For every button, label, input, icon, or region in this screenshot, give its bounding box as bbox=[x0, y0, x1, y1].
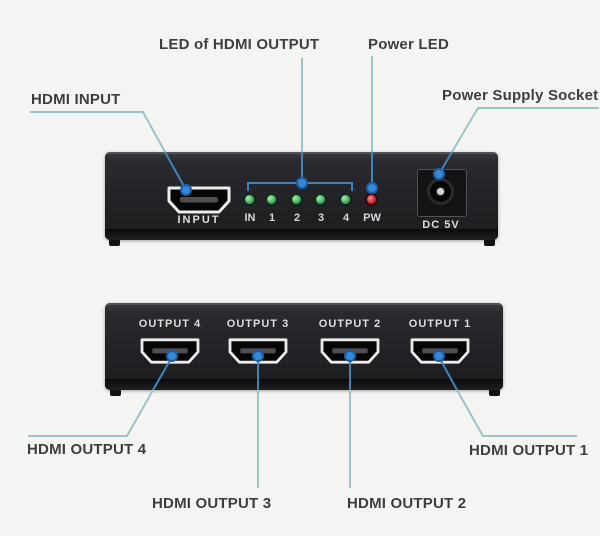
rear-port-label-output-4: OUTPUT 4 bbox=[138, 318, 202, 330]
hdmi-port-blade bbox=[332, 348, 368, 354]
device-foot bbox=[489, 388, 500, 396]
led-label-in: IN bbox=[244, 212, 256, 224]
led-label-3: 3 bbox=[317, 212, 325, 224]
led-indicator-4 bbox=[341, 195, 350, 204]
dc-voltage-label: DC 5V bbox=[422, 219, 460, 231]
led-indicator-in bbox=[245, 195, 254, 204]
callout-led-of-hdmi-output: LED of HDMI OUTPUT bbox=[159, 36, 320, 53]
callout-hdmi-output-2: HDMI OUTPUT 2 bbox=[347, 495, 467, 512]
power-led-label: PW bbox=[363, 212, 381, 224]
led-label-4: 4 bbox=[342, 212, 350, 224]
led-indicator-1 bbox=[267, 195, 276, 204]
callout-hdmi-output-3: HDMI OUTPUT 3 bbox=[152, 495, 272, 512]
led-label-1: 1 bbox=[268, 212, 276, 224]
hdmi-output-1-port bbox=[410, 338, 470, 364]
splitter-rear-panel: OUTPUT 4 OUTPUT 3 OUTPUT 2 OUTPUT 1 bbox=[105, 303, 503, 396]
leader-line-hdmi-input bbox=[30, 111, 166, 153]
input-port-label: INPUT bbox=[177, 214, 221, 226]
led-label-2: 2 bbox=[293, 212, 301, 224]
hdmi-output-4-port bbox=[140, 338, 200, 364]
callout-power-led: Power LED bbox=[368, 36, 449, 53]
device-foot bbox=[109, 238, 120, 246]
callout-power-supply-socket: Power Supply Socket bbox=[442, 87, 599, 104]
hdmi-input-port bbox=[167, 186, 231, 214]
device-foot bbox=[110, 388, 121, 396]
power-socket-pin bbox=[437, 188, 444, 195]
hdmi-output-3-port bbox=[228, 338, 288, 364]
hdmi-port-blade bbox=[422, 348, 458, 354]
hdmi-port-blade bbox=[240, 348, 276, 354]
callout-hdmi-output-4: HDMI OUTPUT 4 bbox=[27, 441, 147, 458]
callout-hdmi-input: HDMI INPUT bbox=[31, 91, 121, 108]
splitter-front-panel: INPUT IN 1 2 3 4 PW DC 5V bbox=[105, 152, 498, 246]
power-led-indicator bbox=[367, 195, 376, 204]
leader-line-output-1 bbox=[456, 389, 577, 437]
rear-port-label-output-1: OUTPUT 1 bbox=[408, 318, 472, 330]
leader-line-output-4 bbox=[28, 389, 154, 437]
rear-port-label-output-2: OUTPUT 2 bbox=[318, 318, 382, 330]
callout-hdmi-output-1: HDMI OUTPUT 1 bbox=[469, 442, 589, 459]
rear-port-label-output-3: OUTPUT 3 bbox=[226, 318, 290, 330]
hdmi-port-blade bbox=[180, 197, 218, 203]
device-foot bbox=[484, 238, 495, 246]
leader-line-power-socket bbox=[451, 107, 599, 153]
led-indicator-2 bbox=[292, 195, 301, 204]
hdmi-port-blade bbox=[152, 348, 188, 354]
hdmi-output-2-port bbox=[320, 338, 380, 364]
led-indicator-3 bbox=[316, 195, 325, 204]
